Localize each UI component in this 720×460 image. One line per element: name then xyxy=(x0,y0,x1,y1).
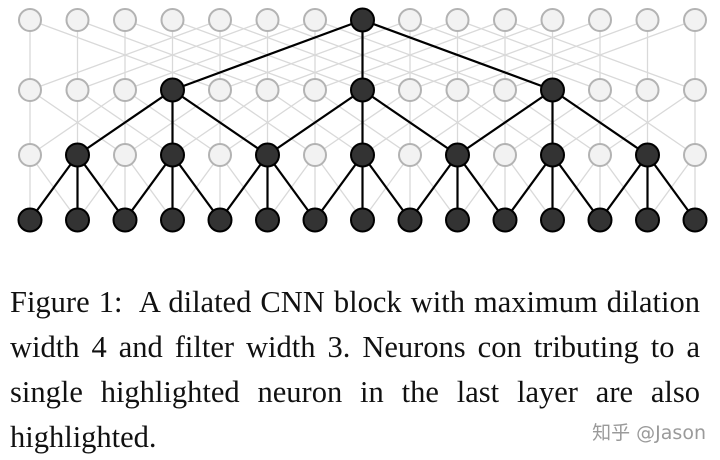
neuron-highlighted xyxy=(635,207,660,233)
neuron xyxy=(208,8,232,32)
active-edge xyxy=(171,154,221,221)
active-edge xyxy=(409,154,459,221)
inactive-edge xyxy=(29,19,221,91)
active-edge xyxy=(646,154,696,221)
neuron-highlighted xyxy=(302,207,328,233)
watermark: 知乎 @Jason xyxy=(592,422,706,444)
neuron xyxy=(398,8,422,32)
neuron-highlighted xyxy=(350,7,375,33)
neuron-highlighted xyxy=(65,142,90,168)
active-edge xyxy=(172,18,363,92)
neuron xyxy=(303,78,327,102)
inactive-edge xyxy=(124,19,316,91)
neuron-highlighted xyxy=(17,207,43,233)
neuron xyxy=(113,143,137,167)
neuron xyxy=(18,78,42,102)
neuron xyxy=(303,143,327,167)
neuron-highlighted xyxy=(255,142,280,168)
neuron xyxy=(113,78,137,102)
neuron xyxy=(588,8,612,32)
neuron xyxy=(683,78,707,102)
neurons xyxy=(17,7,708,233)
neuron-highlighted xyxy=(160,77,185,103)
neuron-highlighted xyxy=(445,207,470,233)
neuron-highlighted xyxy=(445,142,470,168)
inactive-edge xyxy=(219,89,316,156)
active-edges xyxy=(29,18,696,221)
active-edge xyxy=(362,18,553,92)
active-edge xyxy=(456,154,506,221)
neuron xyxy=(208,143,232,167)
neuron xyxy=(398,143,422,167)
neuron xyxy=(493,78,517,102)
active-edge xyxy=(266,89,364,156)
neuron xyxy=(255,8,280,32)
neuron-highlighted xyxy=(587,207,613,233)
active-edge xyxy=(219,154,269,221)
neuron xyxy=(65,78,90,102)
neuron xyxy=(588,78,612,102)
active-edge xyxy=(361,89,459,156)
active-edge xyxy=(551,89,649,156)
neuron xyxy=(113,8,137,32)
neuron-highlighted xyxy=(350,142,375,168)
neuron xyxy=(255,78,280,102)
neuron-highlighted xyxy=(350,207,375,233)
neuron xyxy=(160,8,185,32)
active-edge xyxy=(76,154,126,221)
active-edge xyxy=(551,154,601,221)
neuron-highlighted xyxy=(540,77,565,103)
neuron xyxy=(683,143,707,167)
neuron xyxy=(588,143,612,167)
inactive-edge xyxy=(77,19,268,91)
neuron xyxy=(445,8,470,32)
neuron-highlighted xyxy=(635,142,660,168)
neuron xyxy=(493,8,517,32)
active-edge xyxy=(124,154,174,221)
neuron-highlighted xyxy=(160,142,185,168)
inactive-edge xyxy=(29,89,126,156)
active-edge xyxy=(599,154,649,221)
figure-caption: Figure 1: A dilated CNN block with maxim… xyxy=(10,285,700,454)
neuron-highlighted xyxy=(397,207,423,233)
neuron-highlighted xyxy=(160,207,185,233)
active-edge xyxy=(456,89,554,156)
neuron-highlighted xyxy=(350,77,375,103)
inactive-edge xyxy=(599,89,696,156)
neuron-highlighted xyxy=(65,207,90,233)
active-edge xyxy=(29,154,79,221)
active-edge xyxy=(76,89,174,156)
neuron xyxy=(635,78,660,102)
neuron-highlighted xyxy=(682,207,708,233)
neuron-highlighted xyxy=(207,207,233,233)
neuron xyxy=(493,143,517,167)
inactive-edge xyxy=(409,19,601,91)
active-edge xyxy=(361,154,411,221)
neuron xyxy=(445,78,470,102)
neuron xyxy=(303,8,327,32)
neuron-highlighted xyxy=(255,207,280,233)
inactive-edge xyxy=(504,19,696,91)
neuron xyxy=(635,8,660,32)
neuron xyxy=(18,8,42,32)
inactive-edge xyxy=(457,19,648,91)
neuron xyxy=(208,78,232,102)
active-edge xyxy=(504,154,554,221)
inactive-edge xyxy=(409,89,506,156)
active-edge xyxy=(314,154,364,221)
neuron xyxy=(65,8,90,32)
inactive-edge xyxy=(314,19,506,91)
inactive-edge xyxy=(219,19,411,91)
neuron xyxy=(683,8,707,32)
active-edge xyxy=(266,154,316,221)
neuron xyxy=(398,78,422,102)
neuron-highlighted xyxy=(540,142,565,168)
neuron-highlighted xyxy=(112,207,138,233)
neuron xyxy=(18,143,42,167)
neuron-highlighted xyxy=(492,207,518,233)
dilated-cnn-diagram xyxy=(17,7,708,233)
neuron-highlighted xyxy=(540,207,565,233)
active-edge xyxy=(171,89,269,156)
neuron xyxy=(540,8,565,32)
